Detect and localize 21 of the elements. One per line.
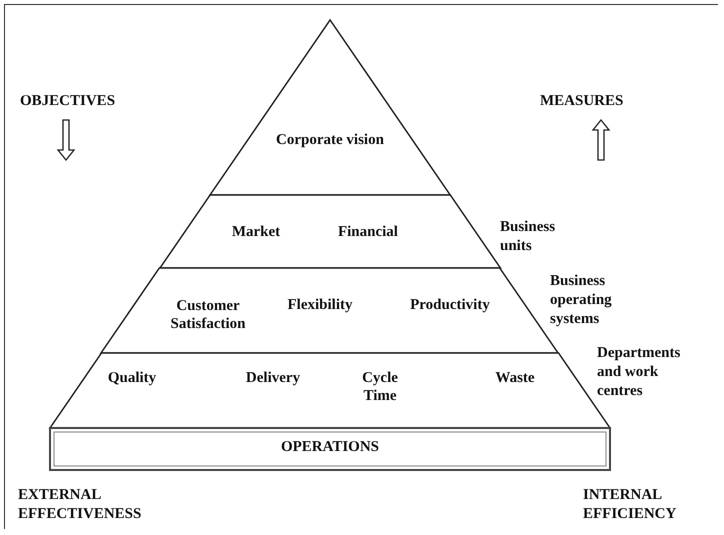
level-label: Quality xyxy=(106,369,158,387)
level-caption: Departments and work centres xyxy=(597,344,682,401)
level-caption: Business units xyxy=(500,218,556,256)
level-label: Customer Satisfaction xyxy=(169,297,246,333)
axis-label: EXTERNAL EFFECTIVENESS xyxy=(18,486,142,524)
level-label: Productivity xyxy=(409,296,491,314)
level-label: Cycle Time xyxy=(361,369,399,405)
level-label: Financial xyxy=(336,223,399,241)
level-caption: Business operating systems xyxy=(550,272,613,329)
level-label: Market xyxy=(230,223,282,241)
heading-label: OBJECTIVES xyxy=(20,92,116,111)
pyramid-level xyxy=(160,195,500,268)
heading-label: MEASURES xyxy=(540,92,624,111)
axis-label: INTERNAL EFFICIENCY xyxy=(583,486,678,524)
level-label: Flexibility xyxy=(286,296,354,314)
level-label: Waste xyxy=(494,369,536,387)
pyramid-apex xyxy=(210,20,450,195)
operations-base xyxy=(50,428,610,470)
level-label: Delivery xyxy=(244,369,302,387)
level-label: OPERATIONS xyxy=(280,438,380,456)
level-label: Corporate vision xyxy=(275,131,385,149)
